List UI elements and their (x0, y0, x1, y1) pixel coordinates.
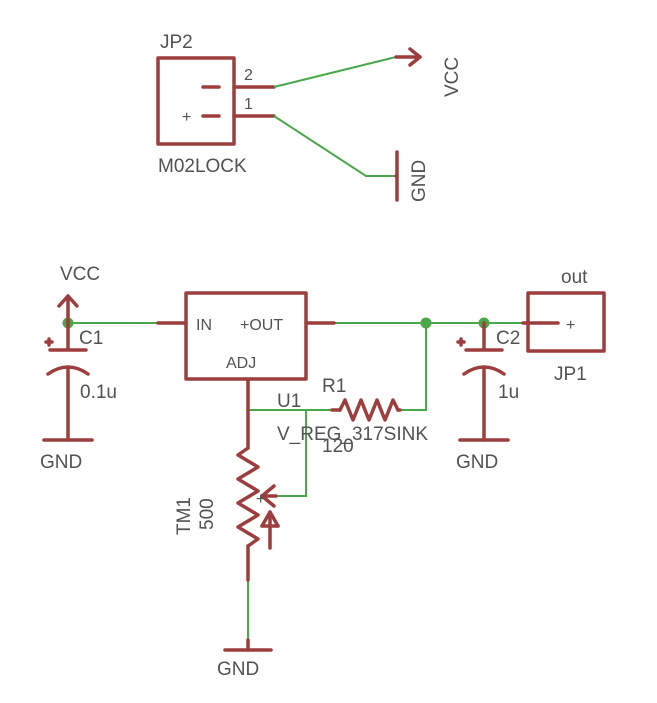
c2-name: C2 (496, 328, 520, 349)
c2-gnd-label: GND (456, 452, 498, 473)
c2-capacitor[interactable] (456, 321, 510, 442)
r1-value: 120 (322, 436, 354, 457)
wire-jp2-gnd (273, 115, 396, 177)
c1-value: 0.1u (80, 382, 117, 403)
wire-wiper (276, 410, 307, 497)
c1-gnd-label: GND (40, 452, 82, 473)
c2-value: 1u (498, 382, 519, 403)
tm1-gnd-label: GND (217, 659, 259, 680)
jp2-pin2-number: 2 (244, 67, 253, 84)
u1-value: V_REG_317SINK (277, 424, 428, 445)
u1-regulator[interactable] (156, 291, 336, 412)
jp2-value: M02LOCK (158, 156, 247, 177)
c1-name: C1 (79, 328, 103, 349)
jp2-gnd-symbol-icon (394, 150, 399, 202)
jp2-vcc-label: VCC (442, 57, 463, 97)
vcc-label: VCC (60, 264, 100, 285)
u1-pin-adj: ADJ (226, 355, 256, 372)
u1-body (184, 291, 308, 381)
u1-name: U1 (277, 391, 301, 412)
tm1-gnd-symbol-icon (223, 638, 273, 652)
jp2-vcc-arrow-icon (394, 47, 422, 67)
jp2-pin1-number: 1 (244, 96, 253, 113)
jp1-net-label: out (561, 267, 588, 288)
tm1-trimmer[interactable] (236, 408, 280, 582)
jp1-connector[interactable] (521, 291, 606, 353)
tm1-value: 500 (197, 498, 218, 530)
tm1-plus-mark: + (256, 491, 265, 508)
jp2-gnd-label: GND (409, 160, 430, 202)
junction-r1 (420, 317, 432, 329)
r1-name: R1 (322, 376, 346, 397)
jp2-name: JP2 (160, 32, 193, 53)
jp2-plus-mark: + (182, 109, 191, 126)
r1-resistor[interactable] (330, 398, 402, 422)
c1-capacitor[interactable] (42, 321, 94, 442)
u1-pin-out: +OUT (240, 317, 283, 334)
tm1-name: TM1 (174, 497, 195, 535)
wire-out-to-r1 (400, 323, 427, 411)
jp2-body (156, 56, 236, 146)
jp1-name: JP1 (554, 364, 587, 385)
jp2-connector[interactable] (156, 56, 276, 146)
u1-pin-in: IN (196, 317, 212, 334)
jp1-plus-mark: + (566, 317, 575, 334)
vcc-arrow-icon (57, 294, 79, 325)
wire-jp2-vcc (273, 56, 397, 88)
